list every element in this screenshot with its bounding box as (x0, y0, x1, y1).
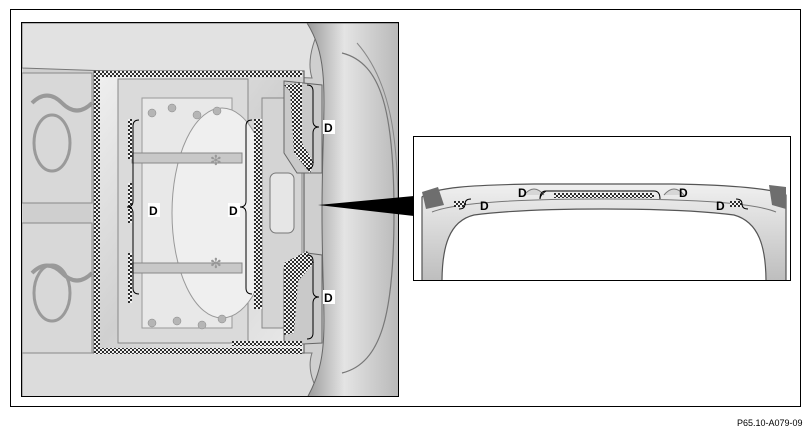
inset-labels: D D D D (480, 186, 725, 213)
label-d-lower-right: D (324, 291, 333, 305)
label-d-inset-right-corner: D (716, 199, 725, 213)
inset-view-rear-opening: D D D D (413, 136, 791, 281)
label-d-inset-right-top: D (679, 186, 688, 200)
svg-text:✻: ✻ (210, 255, 222, 271)
rear-opening-illustration: D D D D (414, 137, 790, 280)
main-labels: D D D D (148, 120, 335, 305)
label-d-inset-left-corner: D (480, 199, 489, 213)
inset-braces (458, 190, 749, 210)
label-d-left: D (149, 204, 158, 218)
svg-text:✻: ✻ (210, 152, 222, 168)
inset-sealant (454, 193, 742, 207)
label-d-inset-left-top: D (518, 186, 527, 200)
braces (126, 84, 320, 340)
sealant-seams (94, 71, 314, 354)
label-d-center: D (229, 204, 238, 218)
main-view-rear-floor: ✻ ✻ D (21, 22, 399, 397)
label-d-upper-right: D (324, 121, 333, 135)
rear-floor-illustration: ✻ ✻ D (22, 23, 398, 396)
figure-reference-code: P65.10-A079-09 (737, 418, 803, 428)
